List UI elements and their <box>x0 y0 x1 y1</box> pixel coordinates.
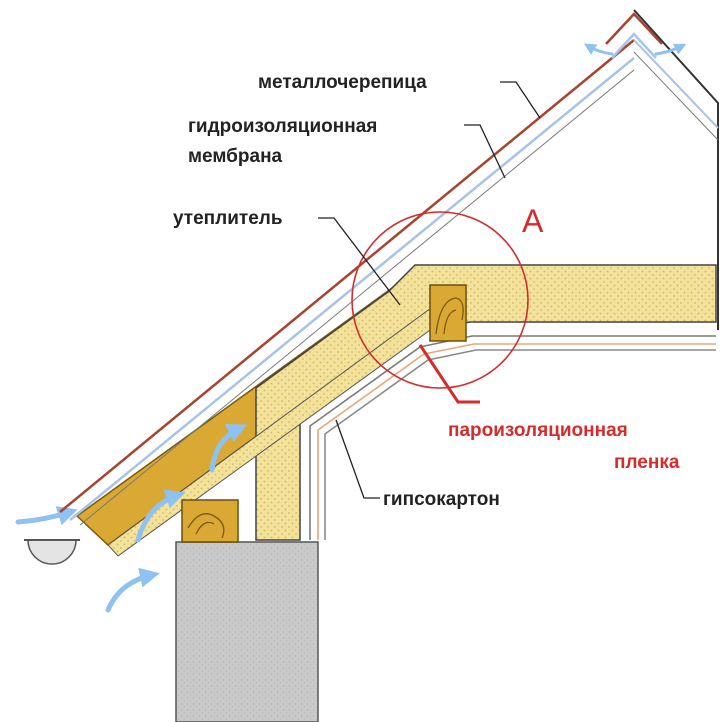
gutter <box>24 539 80 565</box>
detail-circle <box>351 211 529 389</box>
label-drywall: гипсокартон <box>383 489 500 510</box>
ridge <box>605 12 719 141</box>
membrane-edge <box>79 69 635 526</box>
vapor-leader <box>418 344 480 404</box>
label-vapor-line1: пароизоляционная <box>448 420 628 441</box>
label-metal-tile: металлочерепица <box>258 72 427 93</box>
label-vapor-line2: пленка <box>614 452 680 473</box>
label-insulation: утеплитель <box>173 208 283 229</box>
roof-tile-line <box>59 39 635 513</box>
wall-block <box>175 541 319 722</box>
gable-outline <box>633 9 719 330</box>
leader-lines <box>318 81 541 499</box>
wall-plate-beam <box>181 499 239 543</box>
ceiling-joist-beam <box>429 284 467 342</box>
ridge-vent-arrow-icon <box>583 43 687 56</box>
detail-marker: А <box>522 203 544 239</box>
label-membrane-line2: мембрана <box>188 146 283 167</box>
airflow-arrow-icon <box>135 424 248 543</box>
airflow-arrow-icon <box>15 506 160 613</box>
label-membrane-line1: гидроизоляционная <box>188 116 377 137</box>
